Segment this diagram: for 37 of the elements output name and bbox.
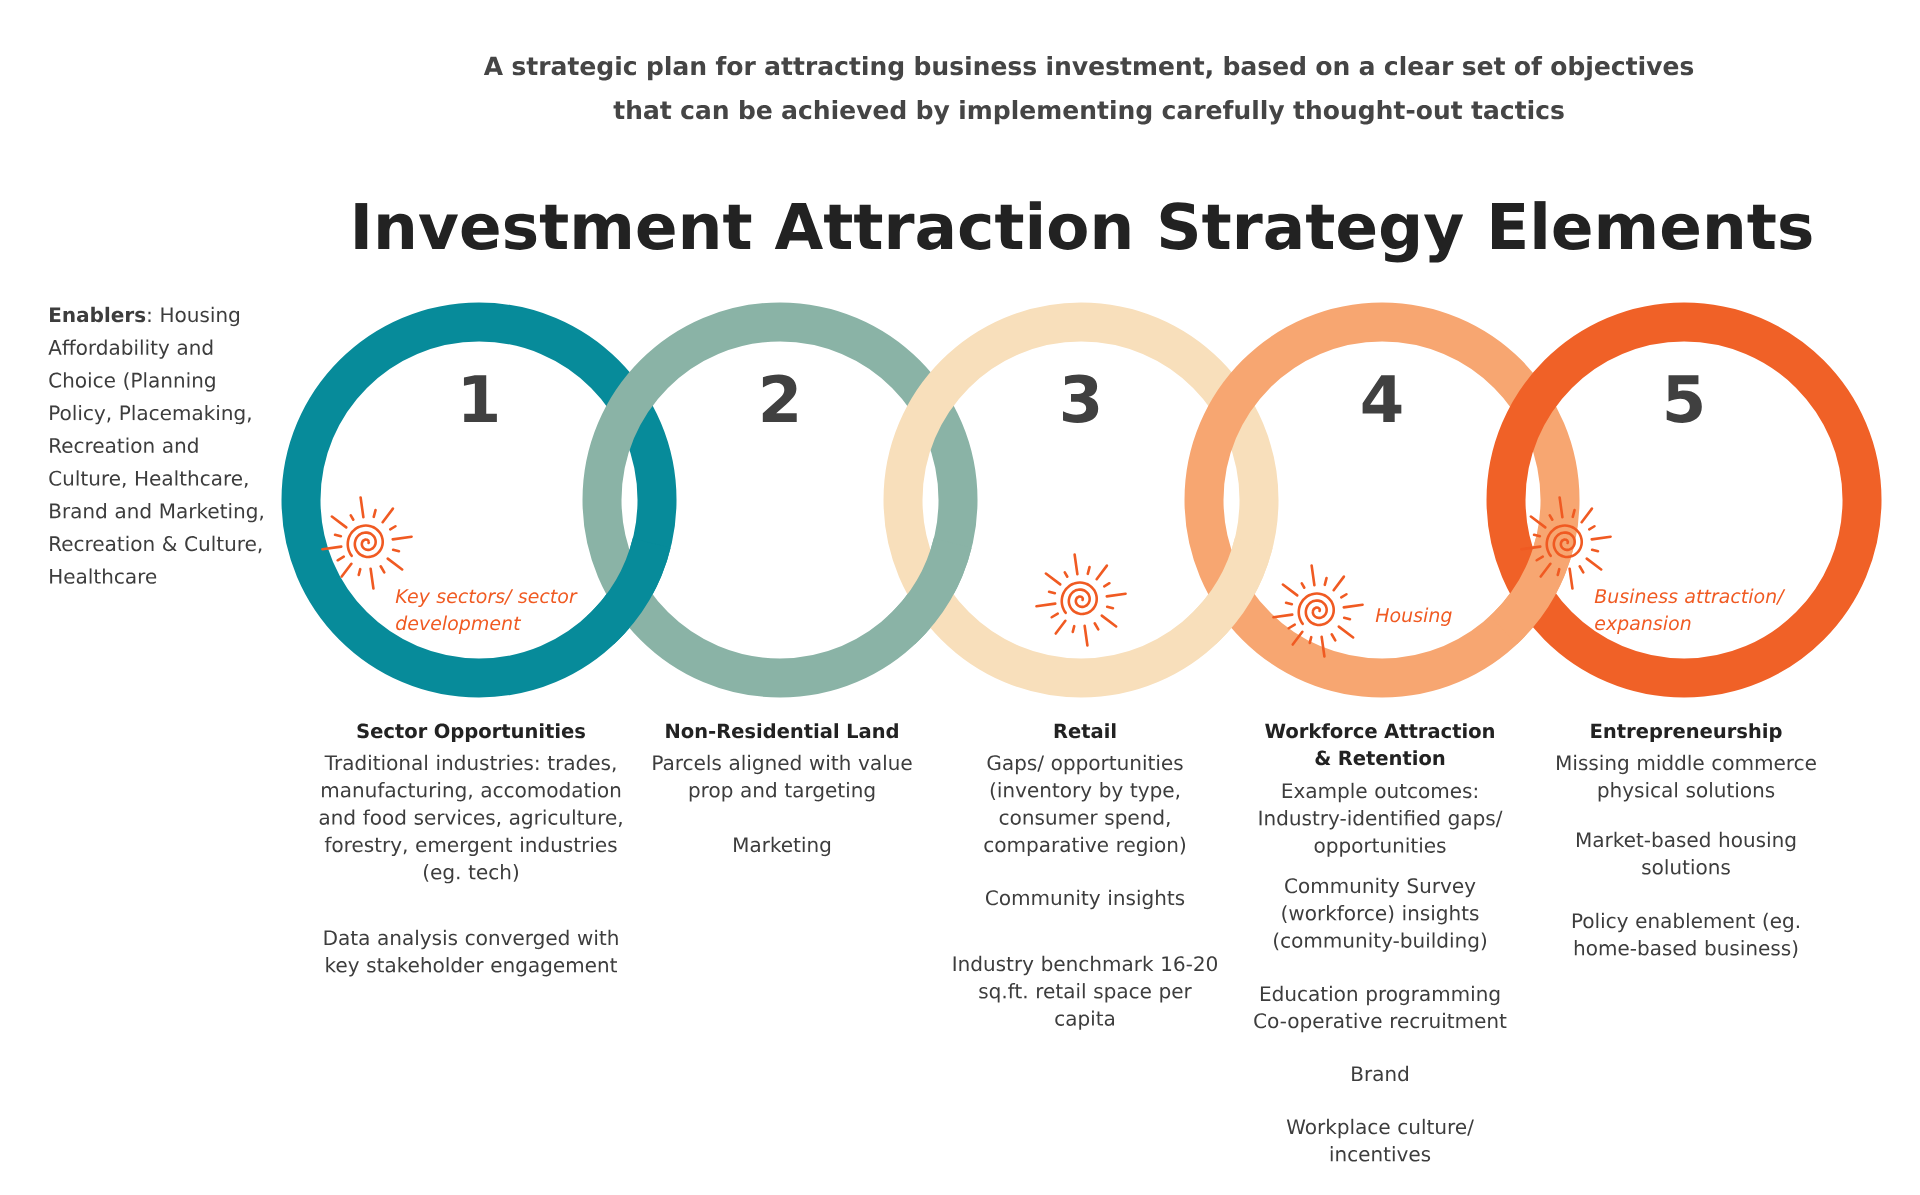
- body-text: Community insights: [986, 889, 1185, 910]
- step-number: 2: [762, 374, 797, 422]
- column-heading: Entrepreneurship: [1591, 723, 1782, 743]
- ring-caption: Housing: [1375, 607, 1452, 626]
- subtitle: A strategic plan for attracting business investment, based on a clear set of objectives that can be achieved by implementing carefully thought-out tactics: [483, 56, 1694, 125]
- column-heading: Non-Residential Land: [666, 723, 898, 739]
- ring-caption: Business attraction/ expansion: [1594, 588, 1786, 634]
- step-number: 5: [1666, 375, 1702, 423]
- step-number: 4: [1362, 375, 1402, 422]
- body-text: Policy enablement (eg. home-based business): [1572, 912, 1799, 958]
- body-text: Co-operative recruitment: [1254, 1012, 1507, 1033]
- body-text: Gaps/ opportunities (inventory by type, consumer spend, comparative region): [984, 754, 1186, 857]
- ring: [281, 302, 677, 698]
- column-heading: Workforce Attraction & Retention: [1265, 723, 1494, 766]
- ring-caption: Key sectors/ sector development: [395, 589, 578, 634]
- body-text: Parcels aligned with value prop and targeting: [653, 754, 912, 802]
- step-number: 1: [463, 375, 497, 422]
- ring: [883, 302, 1279, 698]
- body-text: Marketing: [734, 836, 831, 857]
- body-text: Community Survey (workforce) insights (community-building): [1274, 877, 1487, 952]
- body-text: Missing middle commerce physical solutions: [1557, 754, 1816, 802]
- body-text: Data analysis converged with key stakeholder engagement: [324, 929, 618, 977]
- ring: [1184, 302, 1580, 698]
- column-heading: Sector Opportunities: [357, 723, 585, 743]
- body-text: Education programming: [1260, 985, 1500, 1006]
- ring: [1486, 302, 1882, 698]
- body-text: Traditional industries: trades, manufacturing, accomodation and food services, agriculture, forestry, emergent industries (eg. tech): [319, 754, 622, 884]
- ring: [582, 302, 978, 698]
- step-number: 3: [1063, 374, 1099, 423]
- body-text: Example outcomes: Industry-identified gaps/ opportunities: [1259, 782, 1503, 857]
- column-heading: Retail: [1054, 723, 1116, 739]
- side-note: Enablers: Housing Affordability and Choice (Planning Policy, Placemaking, Recreation and Culture, Healthcare, Brand and Marketing, Recreation & Culture, Healthcare: [48, 306, 263, 584]
- body-text: Brand: [1352, 1065, 1408, 1082]
- body-text: Workplace culture/ incentives: [1286, 1118, 1474, 1162]
- body-text: Industry benchmark 16-20 sq.ft. retail space per capita: [953, 955, 1217, 1030]
- title: Investment Attraction Strategy Elements: [355, 201, 1812, 263]
- body-text: Market-based housing solutions: [1577, 831, 1796, 875]
